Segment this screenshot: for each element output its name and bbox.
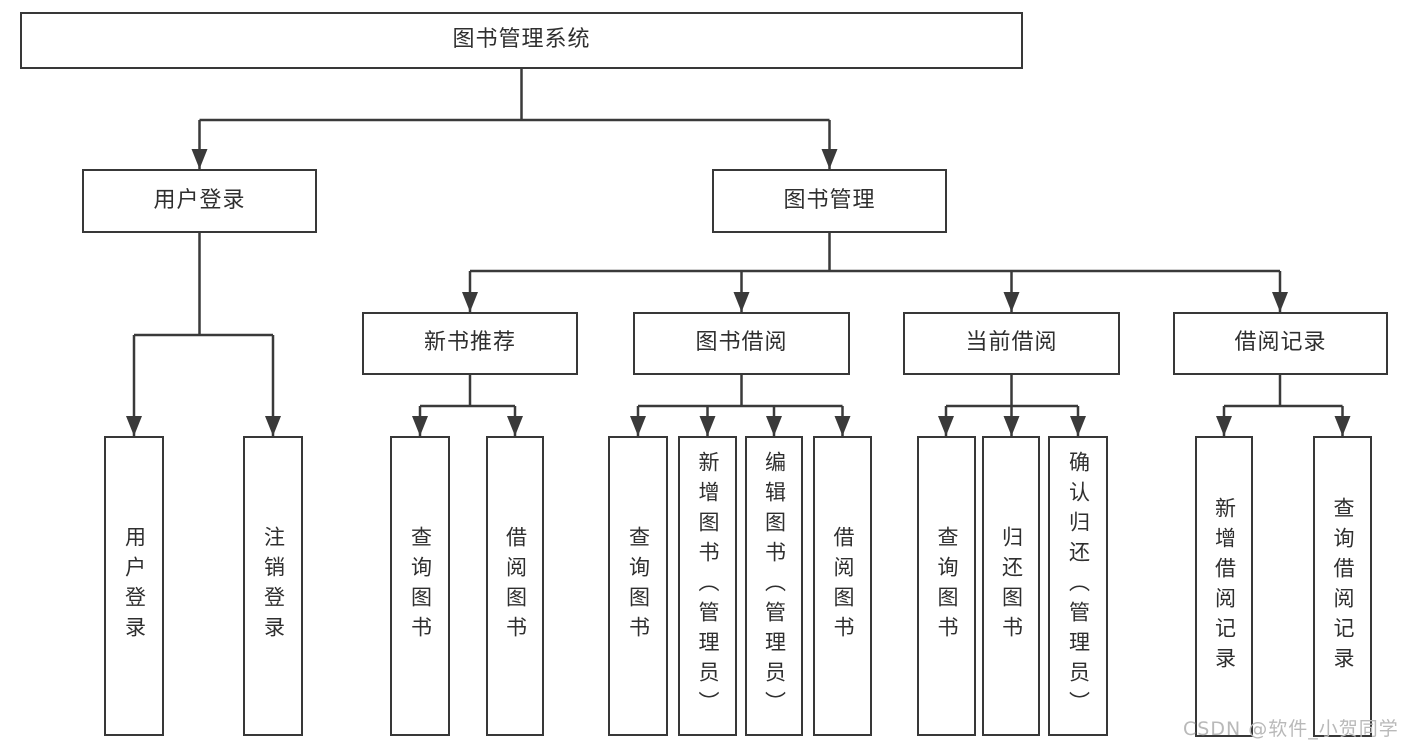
leaf-current-return-books: 归还图书 [982, 436, 1040, 736]
node-book-borrow: 图书借阅 [633, 312, 850, 375]
leaf-recommend-query-books-label: 查询图书 [408, 526, 433, 646]
leaf-recommend-query-books: 查询图书 [390, 436, 450, 736]
arrowhead-icons [126, 149, 1351, 436]
leaf-logout-login-label: 注销登录 [261, 526, 286, 646]
connector-lines [132, 69, 1344, 436]
leaf-records-query-record: 查询借阅记录 [1313, 436, 1372, 737]
leaf-borrow-edit-books-admin: 编辑图书（管理员） [745, 436, 803, 736]
node-book-management-label: 图书管理 [783, 187, 876, 213]
node-root: 图书管理系统 [20, 12, 1023, 69]
node-current-borrow: 当前借阅 [903, 312, 1120, 375]
leaf-current-return-books-label: 归还图书 [999, 526, 1024, 646]
leaf-records-add-record-label: 新增借阅记录 [1212, 496, 1237, 677]
node-current-borrow-label: 当前借阅 [965, 330, 1058, 356]
leaf-borrow-borrow-books-label: 借阅图书 [831, 526, 855, 646]
node-book-management: 图书管理 [712, 169, 947, 233]
leaf-recommend-borrow-books-label: 借阅图书 [503, 526, 528, 646]
leaf-current-query-books: 查询图书 [917, 436, 976, 736]
leaf-user-login-label: 用户登录 [122, 526, 147, 646]
node-borrow-records: 借阅记录 [1173, 312, 1388, 375]
leaf-borrow-query-books: 查询图书 [608, 436, 668, 736]
node-new-book-recommend: 新书推荐 [362, 312, 578, 375]
leaf-borrow-add-books-admin: 新增图书（管理员） [678, 436, 737, 736]
csdn-watermark: CSDN @软件_小贺同学 [1183, 718, 1399, 740]
node-root-label: 图书管理系统 [452, 27, 591, 53]
node-borrow-records-label: 借阅记录 [1234, 330, 1327, 356]
leaf-borrow-borrow-books: 借阅图书 [813, 436, 872, 736]
leaf-recommend-borrow-books: 借阅图书 [486, 436, 544, 736]
leaf-user-login: 用户登录 [104, 436, 164, 736]
leaf-records-add-record: 新增借阅记录 [1195, 436, 1253, 737]
leaf-current-confirm-return-admin: 确认归还（管理员） [1048, 436, 1108, 736]
leaf-borrow-query-books-label: 查询图书 [626, 526, 651, 646]
leaf-borrow-edit-books-admin-label: 编辑图书（管理员） [762, 451, 787, 721]
leaf-current-query-books-label: 查询图书 [935, 526, 959, 646]
leaf-current-confirm-return-admin-label: 确认归还（管理员） [1066, 451, 1091, 721]
node-user-login: 用户登录 [82, 169, 317, 233]
node-book-borrow-label: 图书借阅 [695, 330, 788, 356]
leaf-borrow-add-books-admin-label: 新增图书（管理员） [696, 451, 720, 721]
node-new-book-recommend-label: 新书推荐 [423, 330, 516, 356]
node-user-login-label: 用户登录 [153, 187, 246, 213]
leaf-logout-login: 注销登录 [243, 436, 303, 736]
leaf-records-query-record-label: 查询借阅记录 [1331, 496, 1355, 677]
